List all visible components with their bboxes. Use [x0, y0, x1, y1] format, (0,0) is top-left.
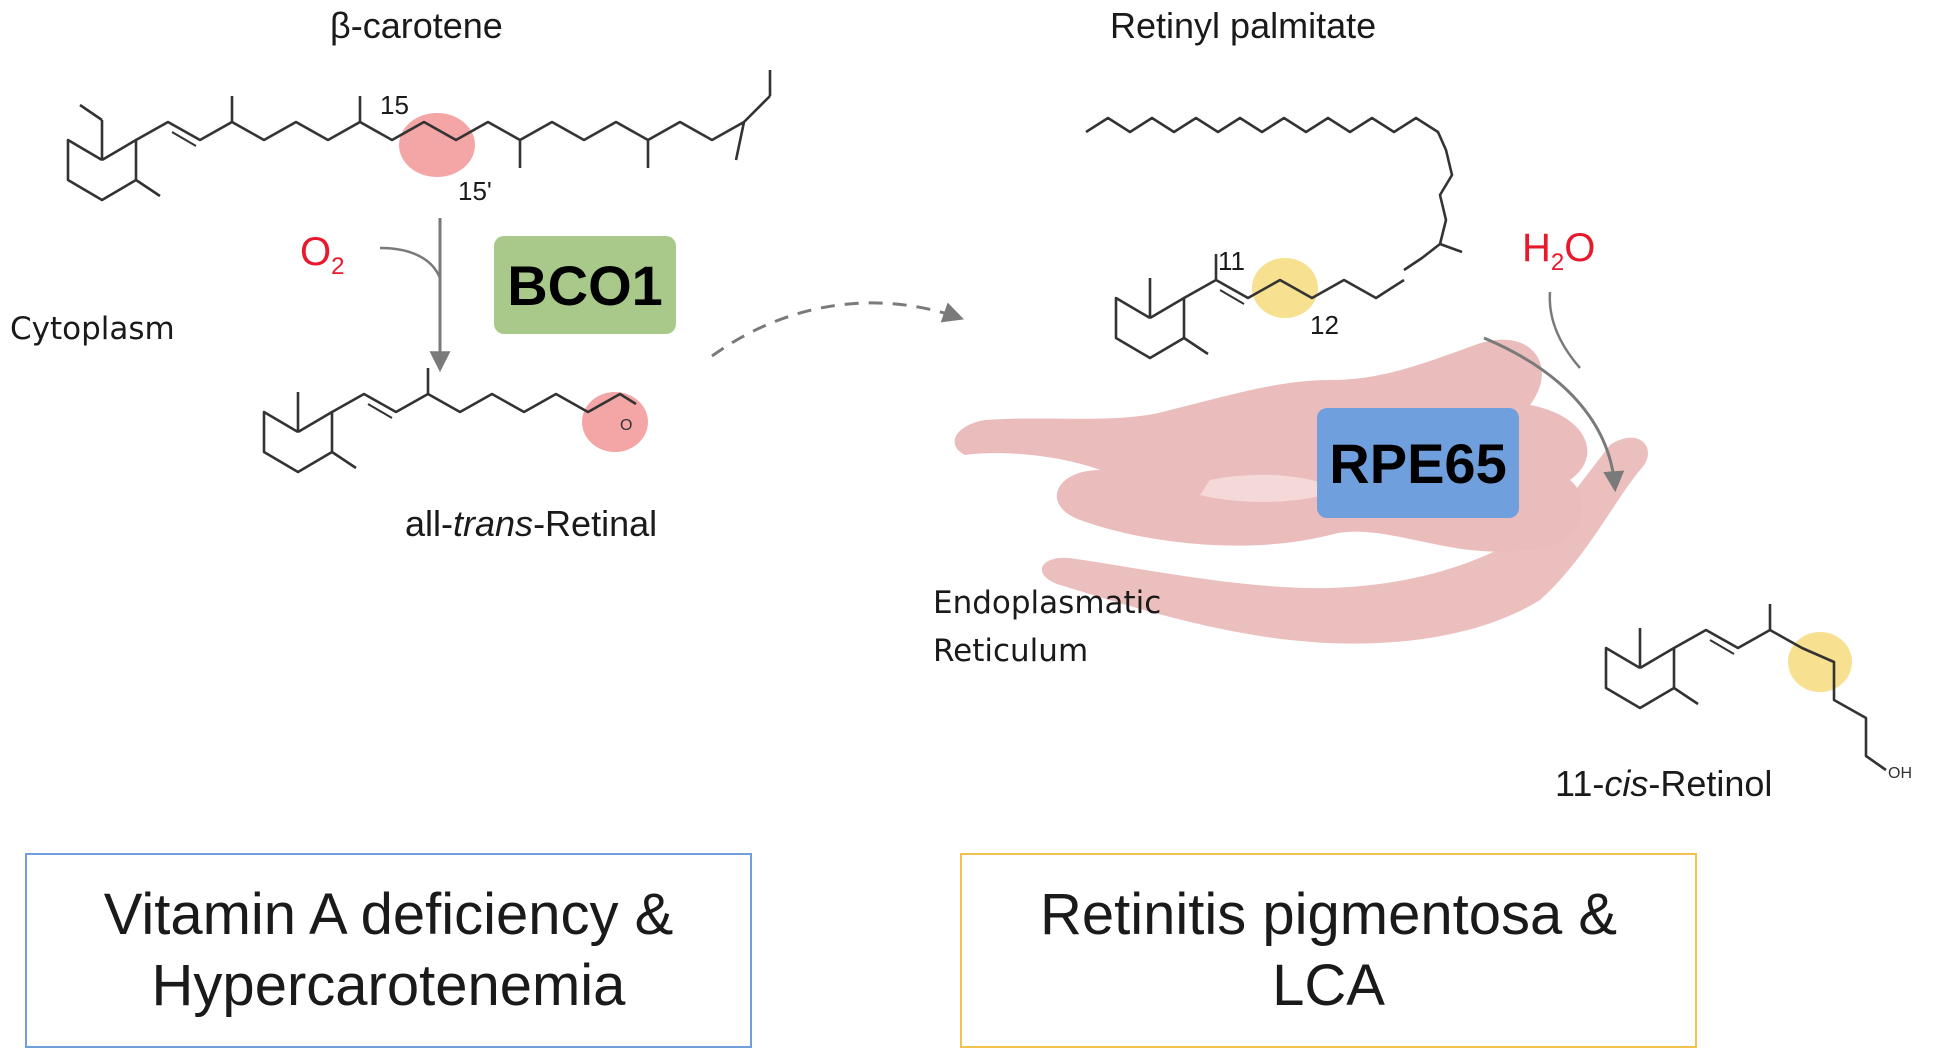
retinitis-pigmentosa-box: Retinitis pigmentosa & LCA [960, 853, 1697, 1048]
aldehyde-highlight [582, 392, 648, 452]
retinitis-pigmentosa-line1: Retinitis pigmentosa & [1039, 881, 1618, 947]
11-cis-retinol-label: 11-cis-Retinol [1555, 763, 1773, 804]
carbon-15prime-label: 15' [458, 176, 492, 206]
carbon-12-label: 12 [1310, 310, 1339, 340]
transport-arrow [711, 301, 964, 358]
cleavage-site-highlight [399, 113, 475, 177]
isomerization-site-highlight-retinol [1788, 632, 1852, 692]
water-input-arrow [1548, 291, 1581, 369]
oxygen-input-arrow [379, 246, 442, 279]
retinyl-palmitate-structure [1085, 116, 1463, 360]
vitamin-a-deficiency-line1: Vitamin A deficiency & [103, 881, 674, 947]
all-trans-retinal-label: all-trans-Retinal [405, 503, 658, 544]
retinyl-palmitate-label: Retinyl palmitate [1110, 5, 1377, 46]
rpe65-enzyme-box: RPE65 [1317, 408, 1519, 518]
all-trans-retinal-structure [262, 368, 637, 474]
retinitis-pigmentosa-line2: LCA [1272, 952, 1385, 1018]
water-label: H2O [1522, 226, 1596, 276]
isomerization-site-highlight-retinyl [1252, 258, 1318, 318]
vitamin-a-deficiency-box: Vitamin A deficiency & Hypercarotenemia [25, 853, 752, 1048]
bco1-enzyme-box: BCO1 [494, 236, 676, 334]
beta-carotene-label: β-carotene [330, 5, 503, 46]
vitamin-a-deficiency-line2: Hypercarotenemia [151, 952, 626, 1018]
carbon-15-label: 15 [380, 90, 409, 120]
carbon-11-label: 11 [1218, 246, 1245, 276]
hydroxyl-label: OH [1888, 765, 1912, 782]
beta-carotene-structure [66, 70, 772, 202]
rpe65-reaction-arrow [1483, 336, 1625, 493]
cytoplasm-label: Cytoplasm [10, 311, 175, 347]
oxygen-label: O2 [300, 230, 345, 280]
er-label-line2: Reticulum [933, 633, 1089, 669]
er-label-line1: Endoplasmatic [933, 585, 1162, 621]
carbonyl-oxygen-label: O [620, 417, 633, 434]
11-cis-retinol-structure [1604, 604, 1887, 772]
